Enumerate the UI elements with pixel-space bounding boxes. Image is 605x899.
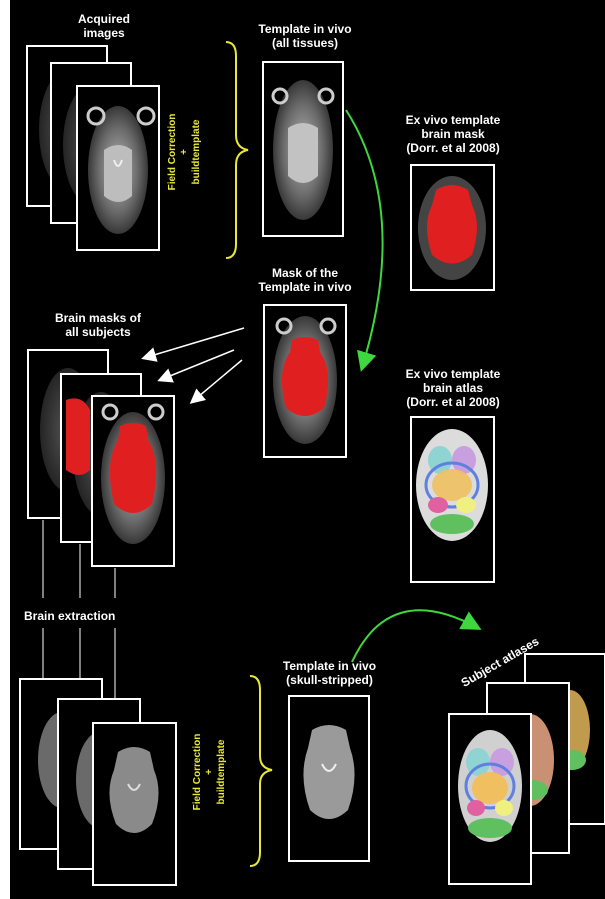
label-field-correction-1: Field Correction + buildtemplate <box>167 97 203 207</box>
label-field-correction-2: Field Correction + buildtemplate <box>192 717 228 827</box>
mask-subject-frame-3 <box>92 396 174 566</box>
stripped-frame-3 <box>93 723 176 885</box>
ex-vivo-mask-shape <box>427 185 477 264</box>
label-ex-vivo-brain-mask: Ex vivo template brain mask (Dorr. et al… <box>388 113 518 155</box>
label-brain-masks-all-subjects: Brain masks of all subjects <box>38 311 158 339</box>
acquired-frame-3 <box>77 86 159 250</box>
label-ex-vivo-brain-atlas: Ex vivo template brain atlas (Dorr. et a… <box>388 367 518 409</box>
label-brain-extraction: Brain extraction <box>24 609 144 623</box>
mask-of-template-frame <box>264 305 346 457</box>
label-mask-of-template: Mask of the Template in vivo <box>245 266 365 294</box>
label-acquired-images: Acquired images <box>64 12 144 40</box>
label-template-in-vivo: Template in vivo (all tissues) <box>250 22 360 50</box>
atlas-frame-3 <box>449 714 531 884</box>
ex-vivo-brain-mask-frame <box>411 165 494 290</box>
ex-vivo-brain-atlas-frame <box>411 417 494 582</box>
label-template-skull-stripped: Template in vivo (skull-stripped) <box>272 659 387 687</box>
template-skull-stripped-frame <box>289 696 369 861</box>
template-in-vivo-frame <box>263 62 343 236</box>
